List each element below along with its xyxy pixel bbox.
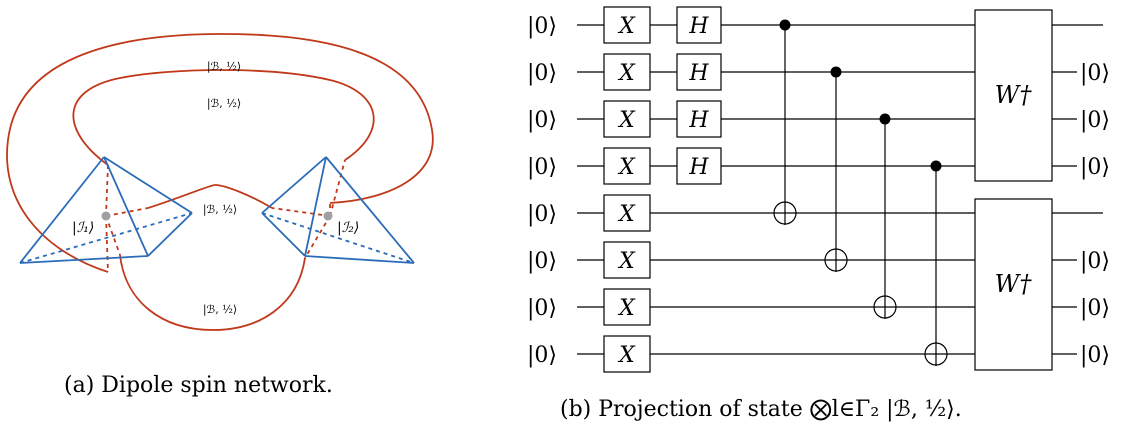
x-gate-label: X — [617, 202, 636, 227]
node-label-2: |ℐ₂⟩ — [337, 220, 359, 236]
input-ket: |0⟩ — [527, 296, 557, 321]
link-label: |ℬ, ½⟩ — [203, 303, 237, 317]
w-dagger-gate: W† — [974, 9, 1053, 182]
x-gate-label: X — [617, 296, 636, 321]
right-tetrahedron — [261, 156, 415, 264]
w-gate-label: W† — [995, 81, 1033, 109]
x-gate-label: X — [617, 249, 636, 274]
x-gate-label: X — [617, 108, 636, 133]
link-label: |ℬ, ½⟩ — [207, 60, 241, 74]
x-gate-label: X — [617, 155, 636, 180]
node-2 — [323, 211, 333, 221]
output-ket: |0⟩ — [1080, 108, 1110, 133]
output-ket: |0⟩ — [1080, 296, 1110, 321]
output-ket: |0⟩ — [1080, 155, 1110, 180]
output-ket: |0⟩ — [1080, 343, 1110, 368]
node-label-1: |ℐ₁⟩ — [72, 220, 94, 236]
x-gates: X X X X X X X X — [603, 6, 651, 373]
link-middle — [147, 184, 273, 209]
input-kets: |0⟩ |0⟩ |0⟩ |0⟩ |0⟩ |0⟩ |0⟩ |0⟩ — [527, 14, 557, 368]
input-ket: |0⟩ — [527, 343, 557, 368]
caption-b: (b) Projection of state ⨂l∈Γ₂ |ℬ, ½⟩. — [560, 397, 962, 422]
input-ket: |0⟩ — [527, 14, 557, 39]
caption-a: (a) Dipole spin network. — [64, 373, 333, 398]
cnot-gate — [924, 160, 948, 366]
link-label: |ℬ, ½⟩ — [203, 203, 237, 217]
input-ket: |0⟩ — [527, 108, 557, 133]
w-dagger-gate: W† — [974, 198, 1053, 371]
h-gate-label: H — [688, 61, 709, 86]
h-gate-label: H — [688, 14, 709, 39]
input-ket: |0⟩ — [527, 61, 557, 86]
x-gate-label: X — [617, 343, 636, 368]
x-gate-label: X — [617, 61, 636, 86]
output-kets: |0⟩ |0⟩ |0⟩ |0⟩ |0⟩ |0⟩ — [1080, 61, 1110, 368]
cnot-gate — [873, 113, 897, 319]
left-tetrahedron — [19, 156, 193, 264]
cnot-gate — [773, 19, 797, 225]
node-1 — [101, 211, 111, 221]
link-bottom — [119, 254, 306, 331]
link-outer-loop — [6, 33, 434, 273]
h-gates: H H H H — [676, 6, 722, 185]
h-gate-label: H — [688, 155, 709, 180]
panel-a: |ℬ, ½⟩ |ℬ, ½⟩ |ℬ, ½⟩ |ℬ, ½⟩ |ℐ₁⟩ |ℐ₂⟩ (a… — [6, 33, 434, 398]
x-gate-label: X — [617, 14, 636, 39]
panel-b: |0⟩ |0⟩ |0⟩ |0⟩ |0⟩ |0⟩ |0⟩ |0⟩ X X X X … — [527, 6, 1110, 422]
cnot-gate — [824, 66, 848, 272]
input-ket: |0⟩ — [527, 155, 557, 180]
output-ket: |0⟩ — [1080, 61, 1110, 86]
link-label: |ℬ, ½⟩ — [207, 97, 241, 111]
h-gate-label: H — [688, 108, 709, 133]
w-gate-label: W† — [995, 270, 1033, 298]
link-inner-loop — [72, 69, 375, 166]
input-ket: |0⟩ — [527, 202, 557, 227]
output-ket: |0⟩ — [1080, 249, 1110, 274]
input-ket: |0⟩ — [527, 249, 557, 274]
